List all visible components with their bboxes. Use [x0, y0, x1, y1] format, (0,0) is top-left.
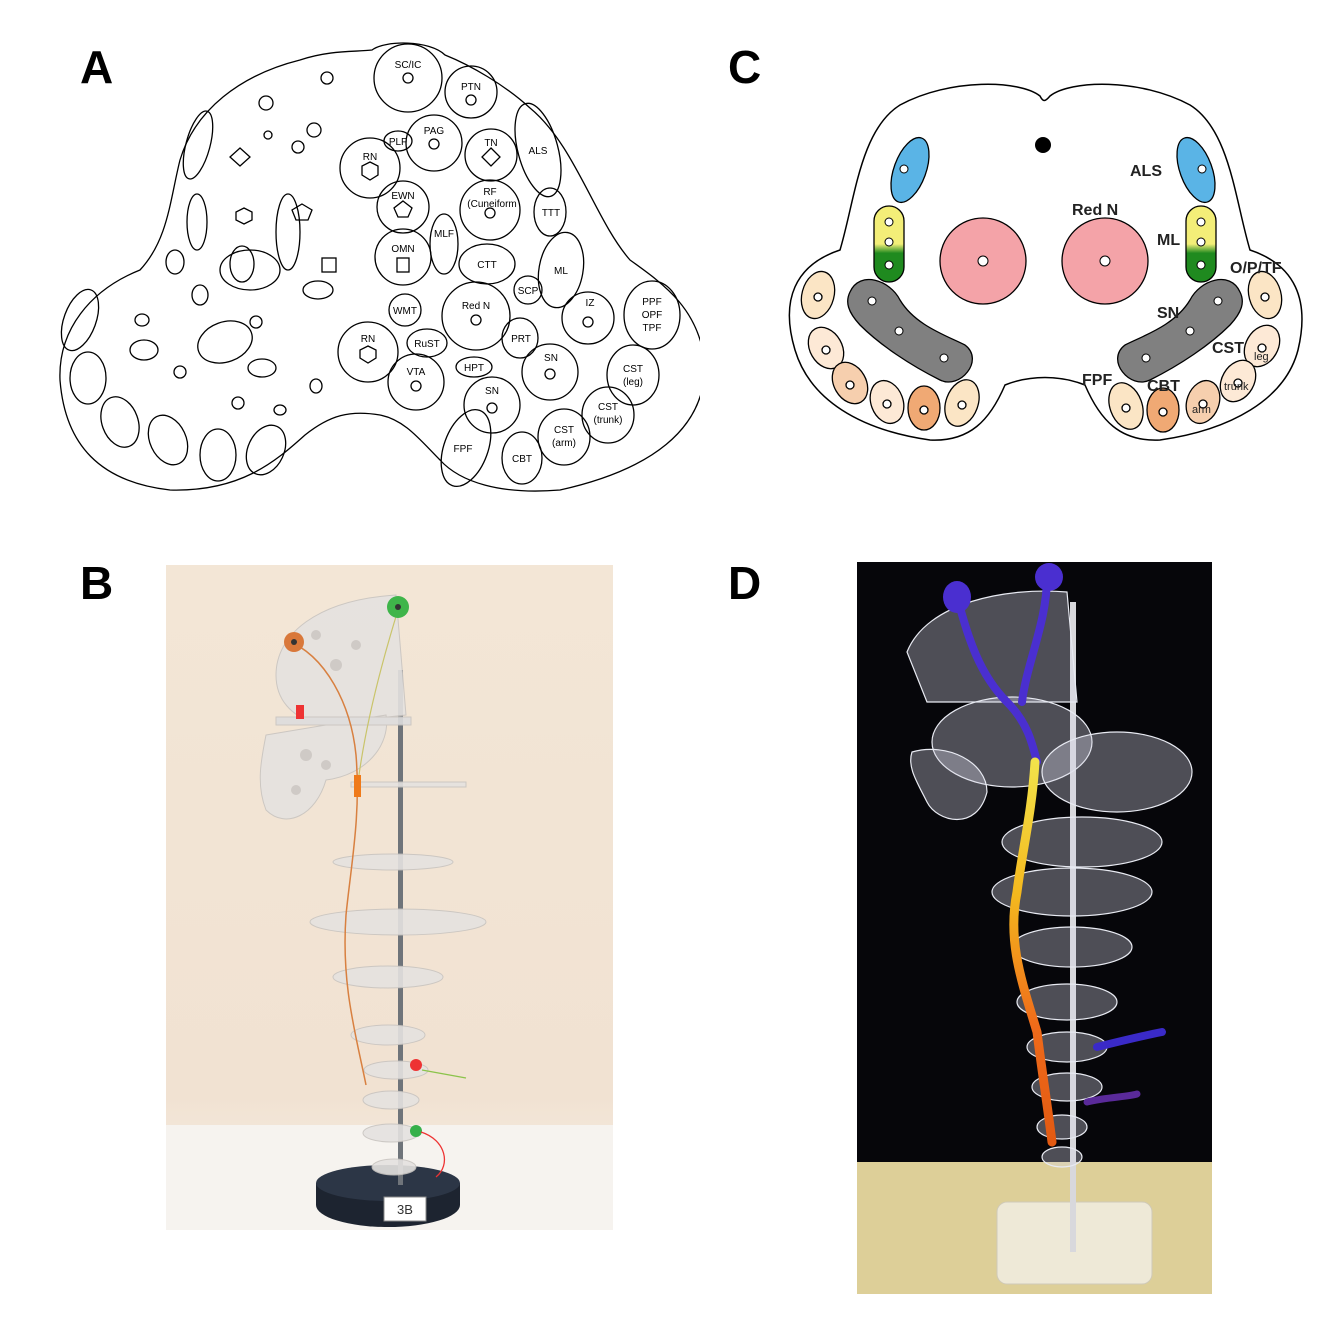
- hpt-ellipse: [455, 356, 493, 378]
- ewn-circle: [376, 180, 430, 234]
- label-red-n: Red N: [462, 301, 490, 312]
- yellow-orange-fibre: [1009, 757, 1057, 1147]
- label-rf-sub: (Cuneiform: [467, 199, 516, 210]
- sc-ic-circle: [373, 43, 443, 113]
- label-vta: VTA: [407, 367, 426, 378]
- tn-circle: [464, 128, 518, 182]
- label-c-red-n: Red N: [1072, 202, 1118, 219]
- label-wmt: WMT: [393, 306, 417, 317]
- scp-ellipse: [513, 275, 543, 305]
- label-cst-arm: CST: [554, 425, 574, 436]
- label-cst-trunk-sub: (trunk): [594, 415, 623, 426]
- photo-b: 3B: [166, 565, 613, 1230]
- label-cbt: CBT: [512, 454, 532, 465]
- label-plf: PLF: [389, 137, 407, 148]
- label-cst-arm-sub: (arm): [552, 438, 576, 449]
- sn-right-circle: [521, 343, 579, 401]
- rn-bottom-circle: [337, 321, 399, 383]
- panel-letter-c: C: [728, 41, 762, 93]
- label-sn-mid: SN: [485, 386, 499, 397]
- sn-mid-circle: [463, 376, 521, 434]
- label-ttt: TTT: [542, 208, 560, 219]
- als-right: [1176, 136, 1216, 204]
- label-opf: OPF: [642, 310, 663, 321]
- panel-c-diagram: ALS Red N ML O/P/TF SN CST leg FPF CBT t…: [788, 83, 1303, 441]
- purple-fibre-right: [1018, 573, 1051, 706]
- tag-3b: [383, 1196, 427, 1222]
- label-c-trunk: trunk: [1224, 381, 1249, 393]
- panel-letter-b: B: [80, 557, 114, 609]
- brainstem-outline: [59, 42, 700, 492]
- label-sc-ic: SC/IC: [395, 60, 422, 71]
- label-rn-top: RN: [363, 152, 377, 163]
- label-cst-trunk: CST: [598, 402, 618, 413]
- purple-fibre-left: [953, 593, 1041, 766]
- label-c-als: ALS: [1130, 163, 1162, 180]
- label-ctt: CTT: [477, 260, 496, 271]
- label-tn: TN: [484, 138, 497, 149]
- label-rust: RuST: [414, 339, 440, 350]
- rn-top-circle: [339, 137, 401, 199]
- wmt-ellipse: [388, 293, 422, 327]
- photo-d: [857, 562, 1212, 1294]
- label-mlf: MLF: [434, 229, 454, 240]
- pag-circle: [405, 114, 463, 172]
- label-c-fpf: FPF: [1082, 372, 1112, 389]
- ptn-circle: [444, 65, 498, 119]
- rf-circle: [459, 179, 521, 241]
- label-c-optf: O/P/TF: [1230, 260, 1282, 277]
- tag-3b-label: 3B: [397, 1202, 413, 1217]
- label-c-cbt: CBT: [1147, 378, 1180, 395]
- iz-circle: [561, 291, 615, 345]
- label-rf: RF: [483, 187, 496, 198]
- label-iz: IZ: [586, 298, 595, 309]
- label-sn-right: SN: [544, 353, 558, 364]
- label-rn-bottom: RN: [361, 334, 375, 345]
- panel-a-diagram: SC/IC PTN PLF PAG TN ALS RN EWN RF (Cune…: [59, 42, 700, 492]
- mlf-ellipse: [429, 213, 459, 275]
- cst-trunk-ellipse: [581, 386, 635, 444]
- label-tpf: TPF: [643, 323, 662, 334]
- prt-ellipse: [501, 317, 539, 359]
- vta-circle: [387, 353, 445, 411]
- label-c-sn: SN: [1157, 305, 1179, 322]
- label-pag: PAG: [424, 126, 445, 137]
- label-c-leg: leg: [1254, 351, 1269, 363]
- ppf-ellipse: [623, 280, 681, 350]
- label-als: ALS: [529, 146, 548, 157]
- panel-letter-d: D: [728, 557, 762, 609]
- label-scp: SCP: [518, 286, 539, 297]
- label-ptn: PTN: [461, 82, 481, 93]
- label-omn: OMN: [391, 244, 414, 255]
- label-c-cst: CST: [1212, 340, 1244, 357]
- label-cst-leg-sub: (leg): [623, 377, 643, 388]
- fpf-ellipse: [440, 409, 492, 487]
- cst-leg-ellipse: [606, 344, 660, 406]
- label-c-arm: arm: [1192, 404, 1211, 416]
- label-ml: ML: [554, 266, 568, 277]
- cst-arm-ellipse: [537, 408, 591, 466]
- label-prt: PRT: [511, 334, 531, 345]
- label-ppf: PPF: [642, 297, 661, 308]
- omn-circle: [374, 228, 432, 286]
- ml-ellipse: [537, 231, 585, 309]
- label-c-ml: ML: [1157, 232, 1180, 249]
- ttt-ellipse: [533, 187, 567, 237]
- red-n-circle: [441, 281, 511, 351]
- als-left: [890, 136, 930, 204]
- label-ewn: EWN: [391, 191, 414, 202]
- als-ellipse: [514, 102, 562, 198]
- rust-ellipse: [406, 328, 448, 358]
- black-dot: [1035, 137, 1051, 153]
- panel-letter-a: A: [80, 41, 114, 93]
- cbt-ellipse: [501, 431, 543, 485]
- label-cst-leg: CST: [623, 364, 643, 375]
- label-fpf: FPF: [454, 444, 473, 455]
- label-hpt: HPT: [464, 363, 484, 374]
